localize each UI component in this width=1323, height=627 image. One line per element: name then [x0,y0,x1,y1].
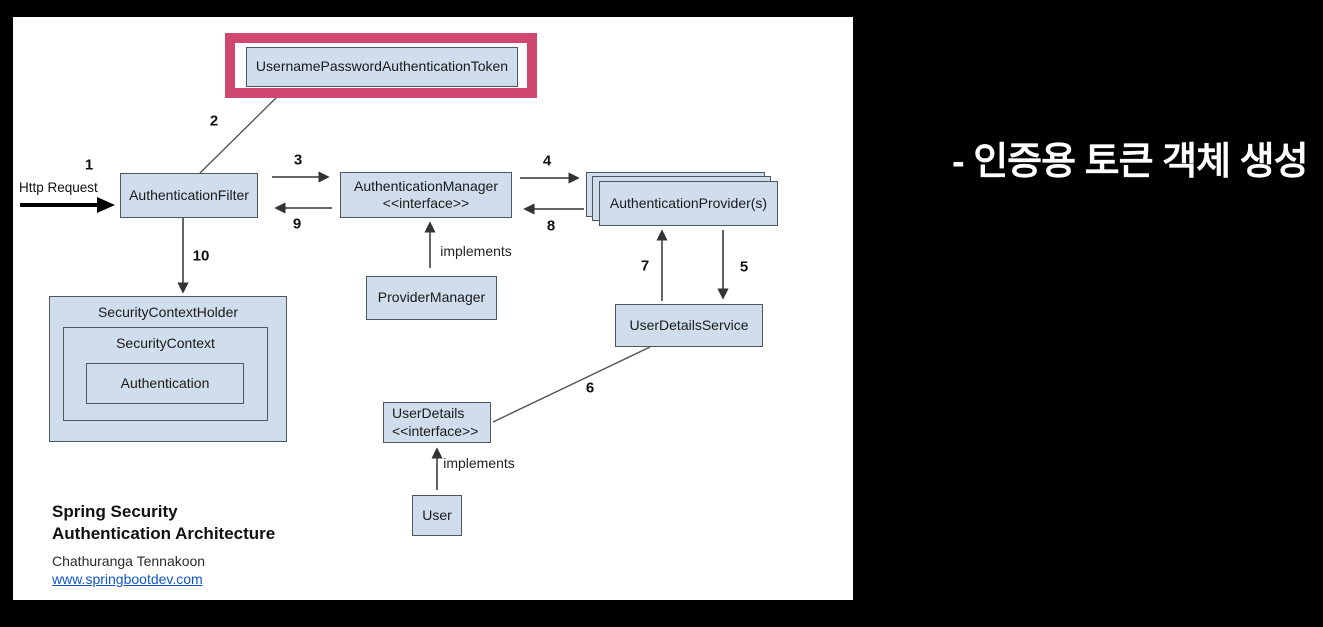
connector-lines [20,96,729,490]
box-user: User [412,495,462,536]
box-user-details-service: UserDetailsService [615,304,763,347]
box-label: User [422,506,452,523]
arrow-http-request [20,197,115,213]
box-provider-manager: ProviderManager [366,276,497,320]
diagram-title: Spring Security Authentication Architect… [52,501,275,545]
box-label: AuthenticationProvider(s) [609,194,768,211]
edge-label-3: 3 [293,151,303,169]
box-label: SecurityContext [116,335,215,351]
implements-label-bottom: implements [443,455,515,471]
diagram-title-line1: Spring Security [52,502,178,521]
implements-label-top: implements [440,243,512,259]
website-link[interactable]: www.springbootdev.com [52,571,203,587]
diagram-canvas: UsernamePasswordAuthenticationToken Auth… [13,17,853,600]
box-authentication: Authentication [86,363,244,404]
edge-label-4: 4 [542,152,552,170]
edge-label-7: 7 [640,257,650,275]
box-username-password-authentication-token: UsernamePasswordAuthenticationToken [246,47,518,87]
box-label: AuthenticationFilter [129,186,249,203]
box-authentication-provider: AuthenticationProvider(s) [599,181,778,226]
box-label: Authentication [120,374,210,391]
box-label: UserDetailsService [629,316,749,333]
box-label: ProviderManager [377,289,486,306]
arrow-6 [492,346,651,423]
box-label: UserDetails [392,405,465,421]
http-request-label: Http Request [19,180,98,195]
edge-label-6: 6 [585,379,595,397]
edge-label-2: 2 [209,112,219,130]
korean-annotation: - 인증용 토큰 객체 생성 [952,141,1309,183]
arrow-2 [199,96,278,174]
box-stereotype: <<interface>> [382,195,470,211]
box-label: AuthenticationManager [354,177,498,194]
author-name: Chathuranga Tennakoon [52,553,206,569]
edge-label-9: 9 [292,215,302,233]
diagram-title-line2: Authentication Architecture [52,524,276,543]
box-authentication-manager: AuthenticationManager <<interface>> [340,172,512,218]
box-label: SecurityContextHolder [97,304,239,320]
edge-label-10: 10 [192,247,210,265]
edge-label-5: 5 [739,258,749,276]
box-label: UsernamePasswordAuthenticationToken [255,58,509,75]
edge-label-1: 1 [84,156,94,174]
box-user-details: UserDetails <<interface>> [383,402,491,443]
box-stereotype: <<interface>> [392,422,479,439]
highlight-rectangle [225,33,537,98]
edge-label-8: 8 [546,217,556,235]
box-authentication-filter: AuthenticationFilter [120,173,258,218]
